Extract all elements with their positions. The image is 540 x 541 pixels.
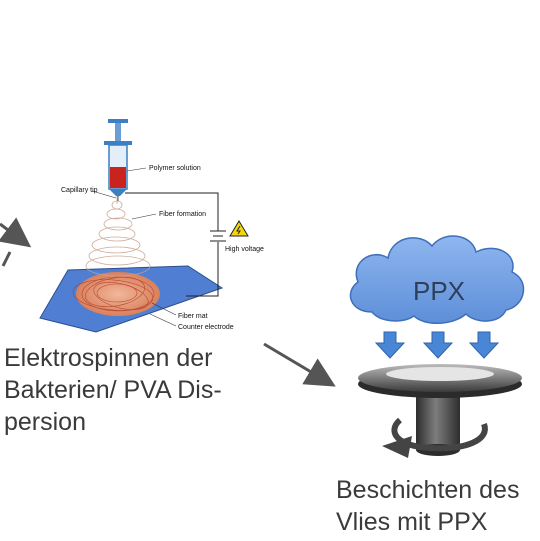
warning-triangle-icon [229, 220, 249, 237]
label-fiber-formation: Fiber formation [159, 211, 206, 218]
caption-line: Bakterien/ PVA Dis- [4, 376, 222, 404]
circuit-wires [125, 192, 226, 297]
fiber-formation-jet [85, 196, 151, 277]
process-arrow-middle [263, 342, 336, 387]
label-fiber-mat: Fiber mat [178, 313, 208, 320]
ppx-cloud-label: PPX [413, 276, 465, 306]
down-arrow-icon [374, 331, 406, 359]
process-arrow-partial [1, 251, 12, 267]
down-arrow-icon [468, 331, 500, 359]
label-leader-lines [91, 167, 177, 327]
ppx-cloud [349, 235, 525, 324]
fiber-mat-strands [72, 276, 155, 312]
caption-line: Beschichten des [336, 476, 520, 504]
caption-line: Elektrospinnen der [4, 344, 213, 372]
electrospinning-caption: Elektrospinnen der Bakterien/ PVA Dis- p… [4, 342, 222, 438]
syringe [104, 119, 132, 201]
substrate-disc [386, 367, 494, 381]
coating-caption: Beschichten des Vlies mit PPX [336, 474, 519, 538]
fiber-mat [76, 272, 160, 316]
process-arrow-left [0, 217, 32, 248]
rotating-holder [358, 364, 522, 456]
label-capillary-tip: Capillary tip [61, 187, 98, 194]
down-arrow-icon [422, 331, 454, 359]
rotation-arrow-icon [382, 417, 488, 458]
caption-line: Vlies mit PPX [336, 508, 488, 536]
label-counter-electrode: Counter electrode [178, 324, 234, 331]
polymer-solution-fill [110, 167, 126, 188]
ppx-coating-illustration: PPX [349, 235, 525, 458]
caption-line: persion [4, 408, 86, 436]
label-high-voltage: High voltage [225, 246, 264, 253]
label-polymer-solution: Polymer solution [149, 165, 201, 172]
electrospinning-illustration: Polymer solution Capillary tip Fiber for… [39, 119, 264, 333]
